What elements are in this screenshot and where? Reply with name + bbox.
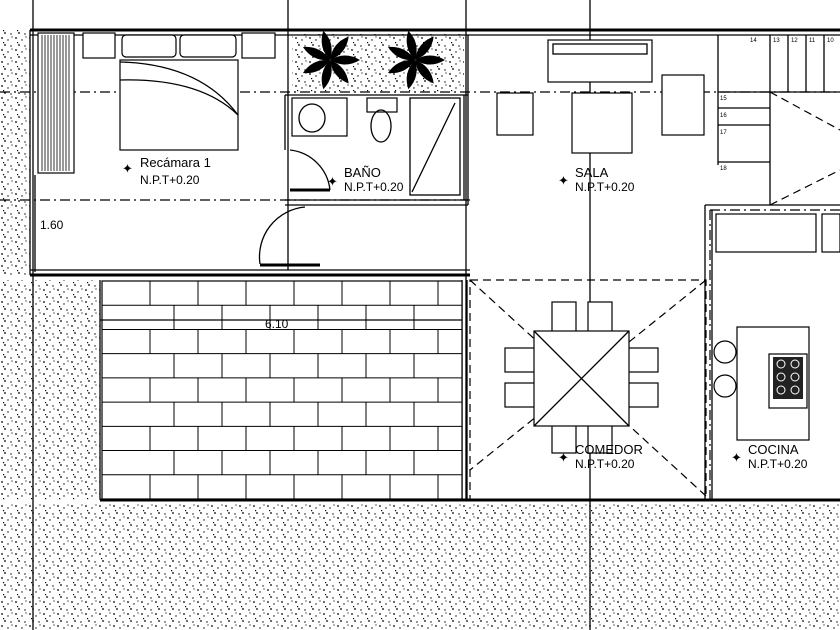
armchair-right bbox=[661, 74, 705, 136]
exterior-ground bbox=[0, 30, 840, 630]
dimension-patio: 6.10 bbox=[100, 317, 462, 331]
stair-step-number: 15 bbox=[720, 96, 727, 102]
stair-step-number: 16 bbox=[720, 113, 727, 119]
bar-stool bbox=[713, 374, 737, 398]
kitchen-counter bbox=[715, 213, 840, 253]
dimension-corridor: 1.60 bbox=[34, 175, 64, 272]
armchair-left bbox=[496, 92, 534, 136]
room-name: SALA bbox=[575, 165, 609, 180]
svg-text:✦: ✦ bbox=[731, 450, 742, 465]
bathroom-door[interactable] bbox=[289, 149, 331, 192]
room-name: COCINA bbox=[748, 442, 799, 457]
staircase: 14 13 12 11 10 15 16 17 18 bbox=[717, 35, 840, 206]
stair-step-number: 17 bbox=[720, 130, 727, 136]
shower bbox=[409, 97, 461, 196]
room-level: N.P.T+0.20 bbox=[748, 457, 808, 471]
room-level: N.P.T+0.20 bbox=[344, 180, 404, 194]
room-name: COMEDOR bbox=[575, 442, 643, 457]
sink bbox=[291, 97, 348, 137]
bed bbox=[119, 34, 239, 151]
room-label-cocina: ✦ COCINA N.P.T+0.20 bbox=[731, 442, 808, 471]
stair-step-number: 12 bbox=[791, 38, 798, 44]
walls bbox=[29, 28, 840, 502]
closet bbox=[37, 32, 75, 174]
room-level: N.P.T+0.20 bbox=[140, 173, 200, 187]
palm-plant-icon bbox=[302, 30, 360, 90]
bedroom-door[interactable] bbox=[258, 206, 320, 267]
coffee-table bbox=[571, 92, 633, 154]
kitchen-island bbox=[736, 326, 810, 441]
bar-stool bbox=[713, 340, 737, 364]
stair-step-number: 14 bbox=[750, 38, 757, 44]
room-name: Recámara 1 bbox=[140, 155, 211, 170]
svg-text:✦: ✦ bbox=[327, 174, 338, 189]
dining-table bbox=[504, 301, 659, 454]
stair-step-number: 10 bbox=[827, 38, 834, 44]
room-label-sala: ✦ SALA N.P.T+0.20 bbox=[558, 165, 635, 194]
room-level: N.P.T+0.20 bbox=[575, 180, 635, 194]
nightstand-right bbox=[241, 32, 276, 59]
stair-step-number: 18 bbox=[720, 166, 727, 172]
svg-text:✦: ✦ bbox=[122, 161, 133, 176]
room-name: BAÑO bbox=[344, 165, 381, 180]
brick-patio bbox=[101, 280, 463, 500]
room-label-comedor: ✦ COMEDOR N.P.T+0.20 bbox=[558, 442, 643, 471]
nightstand-left bbox=[82, 32, 116, 59]
svg-text:✦: ✦ bbox=[558, 173, 569, 188]
stair-step-number: 11 bbox=[809, 38, 816, 44]
room-level: N.P.T+0.20 bbox=[575, 457, 635, 471]
room-label-recamara: ✦ Recámara 1 N.P.T+0.20 bbox=[122, 155, 211, 187]
toilet bbox=[366, 97, 398, 143]
dimension-label: 1.60 bbox=[40, 218, 64, 232]
dimension-label: 6.10 bbox=[265, 317, 289, 331]
svg-text:✦: ✦ bbox=[558, 450, 569, 465]
stair-step-number: 13 bbox=[773, 38, 780, 44]
palm-plant-icon bbox=[387, 30, 445, 90]
room-label-bano: ✦ BAÑO N.P.T+0.20 bbox=[327, 165, 404, 194]
sofa bbox=[547, 39, 653, 83]
